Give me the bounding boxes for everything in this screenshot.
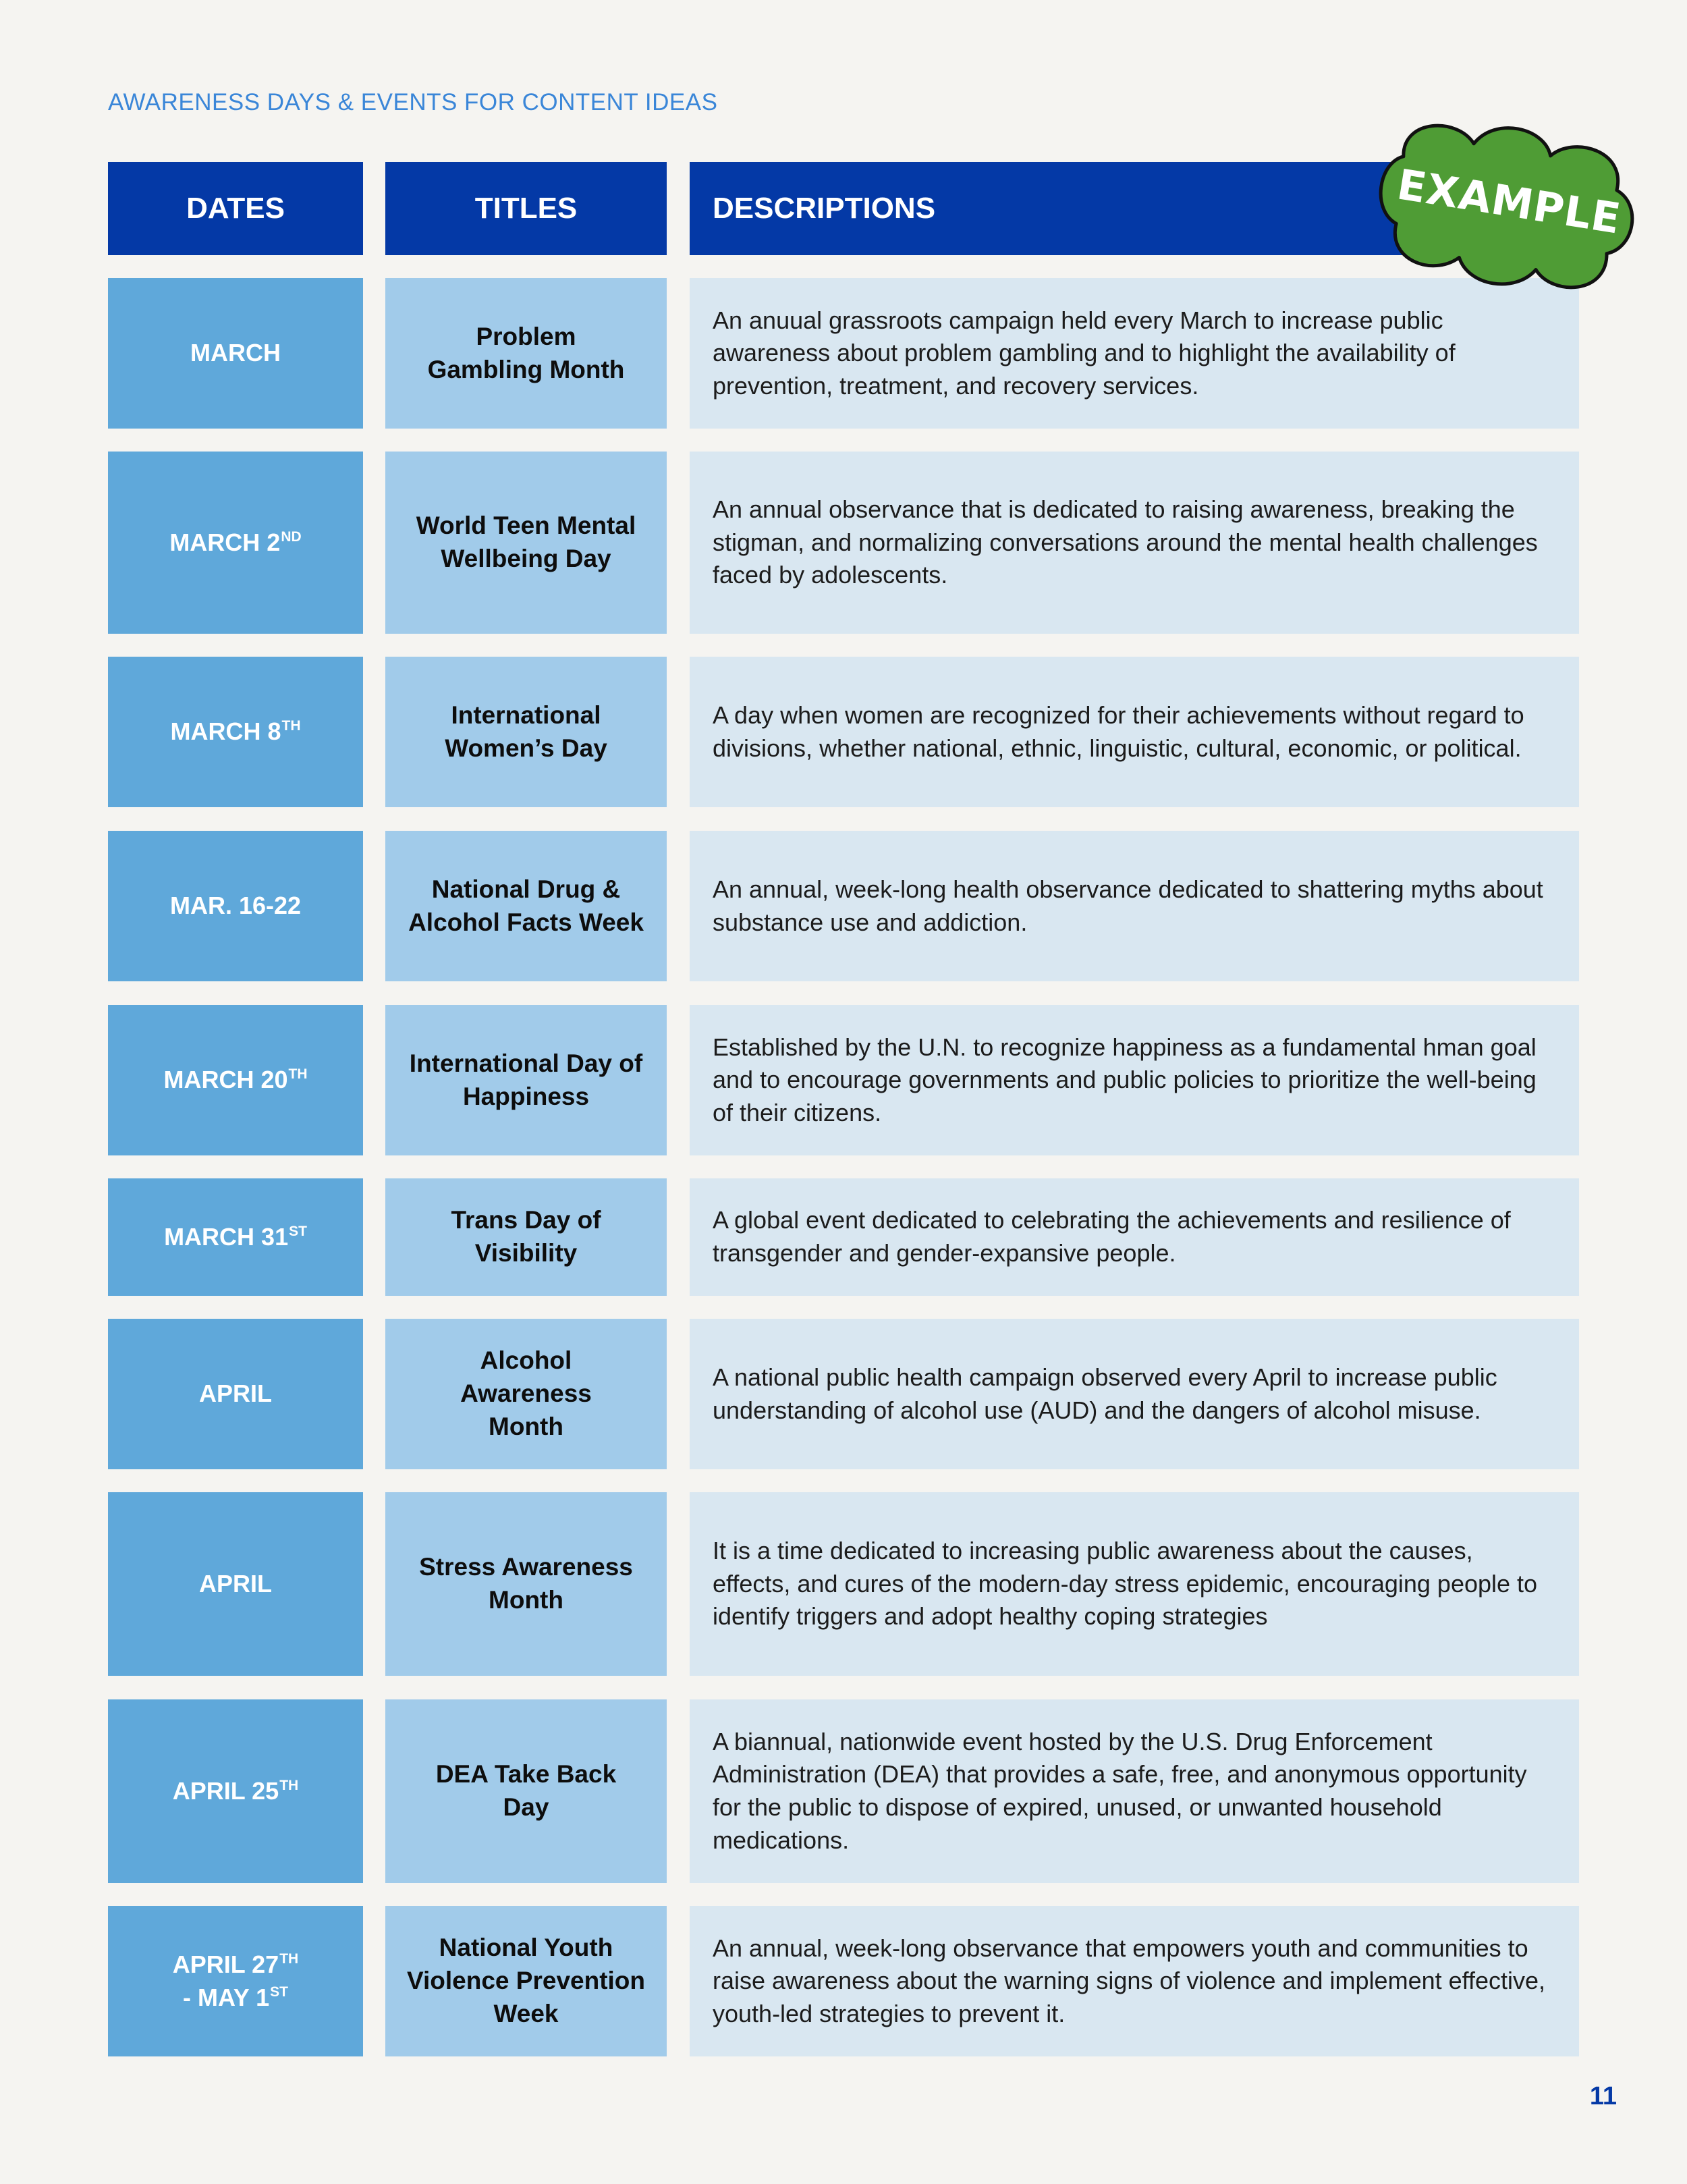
row-2-date-text: MARCH 2ND (169, 526, 301, 559)
row-3-title: International Women’s Day (385, 657, 667, 807)
row-9-description: A biannual, nationwide event hosted by t… (690, 1699, 1579, 1883)
row-9-title-text: DEA Take Back Day (435, 1760, 617, 1821)
row-3-title-text: International Women’s Day (445, 701, 607, 762)
row-2-title: World Teen Mental Wellbeing Day (385, 452, 667, 634)
row-5-date-main: MARCH 20 (163, 1066, 288, 1094)
row-1-title: Problem Gambling Month (385, 278, 667, 429)
row-5-date-suffix: TH (288, 1066, 308, 1083)
row-1-description-text: An anuual grassroots campaign held every… (713, 306, 1456, 400)
row-8-description: It is a time dedicated to increasing pub… (690, 1492, 1579, 1676)
row-4-description-text: An annual, week-long health observance d… (713, 875, 1543, 936)
row-1-description: An anuual grassroots campaign held every… (690, 278, 1579, 429)
row-10-title: National Youth Violence Prevention Week (385, 1906, 667, 2056)
row-2-description-text: An annual observance that is dedicated t… (713, 495, 1538, 589)
row-3-date-suffix: TH (281, 718, 301, 734)
header-descriptions-label: DESCRIPTIONS (713, 192, 936, 225)
example-badge-shape (1379, 124, 1634, 290)
row-5-title: International Day of Happiness (385, 1005, 667, 1155)
row-8-title-text: Stress Awareness Month (419, 1553, 633, 1614)
row-8-title: Stress Awareness Month (385, 1492, 667, 1676)
example-badge: EXAMPLE (1379, 124, 1634, 290)
row-6-title: Trans Day of Visibility (385, 1178, 667, 1296)
page-number: 11 (1589, 2082, 1617, 2110)
page-heading: AWARENESS DAYS & EVENTS FOR CONTENT IDEA… (108, 89, 718, 115)
row-10-date: APRIL 27TH - MAY 1ST (108, 1906, 363, 2056)
row-4-date: MAR. 16-22 (108, 831, 363, 981)
row-10-date-text: APRIL 27TH - MAY 1ST (173, 1948, 298, 2014)
row-2-date-main: MARCH 2 (169, 528, 281, 556)
header-dates-label: DATES (186, 192, 285, 225)
row-7-title: Alcohol Awareness Month (385, 1319, 667, 1469)
row-10-date-suffix: TH (279, 1950, 299, 1967)
row-5-date-text: MARCH 20TH (163, 1064, 307, 1097)
row-1-title-text: Problem Gambling Month (427, 322, 625, 383)
row-4-description: An annual, week-long health observance d… (690, 831, 1579, 981)
row-9-date-text: APRIL 25TH (173, 1775, 298, 1808)
row-6-date-suffix: ST (289, 1223, 307, 1239)
row-10-date-line2-suffix: ST (270, 1984, 288, 2000)
row-3-description-text: A day when women are recognized for thei… (713, 701, 1524, 762)
row-10-description-text: An annual, week-long observance that emp… (713, 1934, 1546, 2027)
row-3-date-text: MARCH 8TH (170, 715, 300, 748)
row-2-date: MARCH 2ND (108, 452, 363, 634)
row-2-title-text: World Teen Mental Wellbeing Day (416, 512, 636, 572)
row-2-description: An annual observance that is dedicated t… (690, 452, 1579, 634)
row-9-description-text: A biannual, nationwide event hosted by t… (713, 1727, 1527, 1854)
row-2-date-suffix: ND (281, 528, 302, 545)
header-titles-label: TITLES (474, 192, 578, 225)
row-5-description: Established by the U.N. to recognize hap… (690, 1005, 1579, 1155)
row-9-date: APRIL 25TH (108, 1699, 363, 1883)
row-7-date-text: APRIL (199, 1380, 272, 1408)
row-5-description-text: Established by the U.N. to recognize hap… (713, 1033, 1537, 1126)
row-4-title-text: National Drug & Alcohol Facts Week (408, 875, 644, 936)
row-8-description-text: It is a time dedicated to increasing pub… (713, 1537, 1538, 1631)
row-8-date-text: APRIL (199, 1569, 272, 1598)
row-8-date: APRIL (108, 1492, 363, 1676)
row-10-title-text: National Youth Violence Prevention Week (407, 1934, 645, 2027)
row-3-date-main: MARCH 8 (170, 717, 281, 746)
row-5-title-text: International Day of Happiness (409, 1049, 643, 1110)
row-7-title-text: Alcohol Awareness Month (460, 1346, 592, 1440)
row-3-date: MARCH 8TH (108, 657, 363, 807)
row-9-date-main: APRIL 25 (172, 1776, 279, 1805)
row-10-date-line2: - MAY 1 (183, 1983, 270, 2011)
row-7-date: APRIL (108, 1319, 363, 1469)
row-3-description: A day when women are recognized for thei… (690, 657, 1579, 807)
row-10-date-main: APRIL 27 (172, 1950, 279, 1978)
row-1-date-text: MARCH (190, 339, 281, 367)
row-6-title-text: Trans Day of Visibility (451, 1206, 601, 1267)
row-10-description: An annual, week-long observance that emp… (690, 1906, 1579, 2056)
header-dates: DATES (108, 162, 363, 255)
row-6-date: MARCH 31ST (108, 1178, 363, 1296)
row-1-date: MARCH (108, 278, 363, 429)
row-6-date-main: MARCH 31 (164, 1222, 289, 1251)
row-4-title: National Drug & Alcohol Facts Week (385, 831, 667, 981)
row-5-date: MARCH 20TH (108, 1005, 363, 1155)
header-titles: TITLES (385, 162, 667, 255)
row-7-description: A national public health campaign observ… (690, 1319, 1579, 1469)
row-6-description-text: A global event dedicated to celebrating … (713, 1206, 1511, 1267)
row-9-date-suffix: TH (279, 1777, 299, 1793)
row-6-date-text: MARCH 31ST (164, 1221, 307, 1254)
row-4-date-text: MAR. 16-22 (169, 892, 302, 920)
row-7-description-text: A national public health campaign observ… (713, 1363, 1497, 1424)
row-9-title: DEA Take Back Day (385, 1699, 667, 1883)
row-6-description: A global event dedicated to celebrating … (690, 1178, 1579, 1296)
